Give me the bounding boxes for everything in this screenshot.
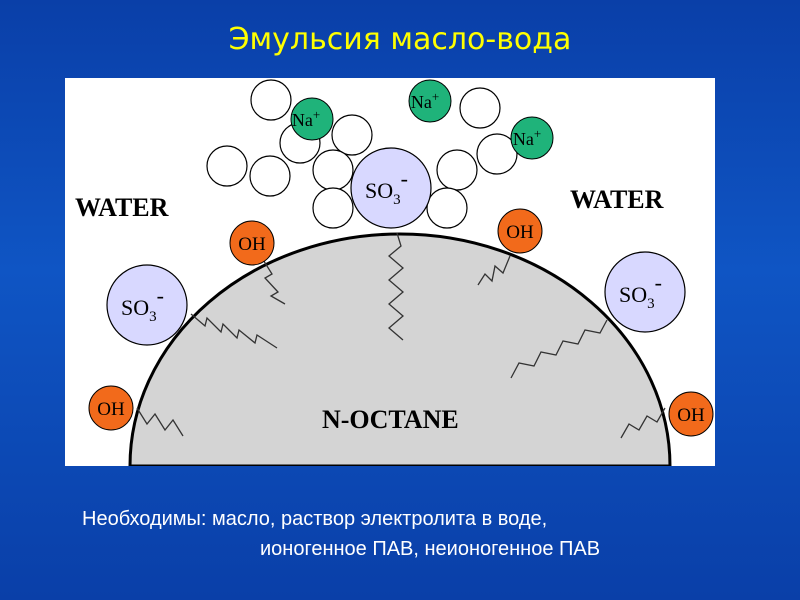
surfactant-tail [261, 257, 286, 305]
svg-text:OH: OH [238, 234, 266, 255]
water-molecule [426, 187, 468, 229]
sulfonate-head: SO3- [106, 264, 188, 346]
water-molecule [312, 149, 354, 191]
svg-text:OH: OH [677, 405, 705, 426]
water-label-left: WATER [75, 193, 169, 222]
water-molecule [476, 133, 518, 175]
oil-droplet [128, 232, 672, 466]
oil-label: N-OCTANE [322, 405, 459, 434]
emulsion-diagram: Na+ Na+ Na+ SO3- SO3- SO3- OH [65, 78, 715, 466]
caption-line-2: ионогенное ПАВ, неионогенное ПАВ [260, 538, 601, 560]
water-molecule [312, 187, 354, 229]
sodium-ion: Na+ [408, 79, 452, 123]
water-molecule [206, 145, 248, 187]
slide-title: Эмульсия масло-вода [228, 22, 572, 57]
svg-text:OH: OH [506, 222, 534, 243]
svg-text:Na+: Na+ [513, 126, 541, 149]
water-molecule [250, 79, 292, 121]
surfactant-tail [190, 313, 278, 349]
sodium-ion: Na+ [290, 97, 334, 141]
surfactant-tail [477, 255, 511, 286]
hydroxyl-head: OH [497, 208, 543, 254]
svg-text:Na+: Na+ [292, 107, 320, 130]
surfactant-tail [136, 407, 184, 437]
hydroxyl-head: OH [668, 391, 714, 437]
sodium-ion: Na+ [510, 116, 554, 160]
svg-text:OH: OH [97, 399, 125, 420]
svg-text:Na+: Na+ [411, 89, 439, 112]
surfactant-tail [510, 319, 608, 379]
caption: Необходимы: масло, раствор электролита в… [82, 504, 600, 564]
surfactant-tail [620, 407, 666, 439]
svg-text:SO3-: SO3- [121, 283, 164, 325]
hydroxyl-head: OH [88, 385, 134, 431]
water-molecule [331, 114, 373, 156]
surfactant-tail [387, 232, 404, 341]
sulfonate-head: SO3- [350, 147, 432, 229]
sulfonate-head: SO3- [604, 251, 686, 333]
svg-text:SO3-: SO3- [365, 166, 408, 208]
water-molecule [249, 155, 291, 197]
water-molecule [459, 87, 501, 129]
water-label-right: WATER [570, 185, 664, 214]
water-molecule [436, 149, 478, 191]
svg-text:SO3-: SO3- [619, 270, 662, 312]
caption-line-1: Необходимы: масло, раствор электролита в… [82, 508, 548, 530]
hydroxyl-head: OH [229, 220, 275, 266]
